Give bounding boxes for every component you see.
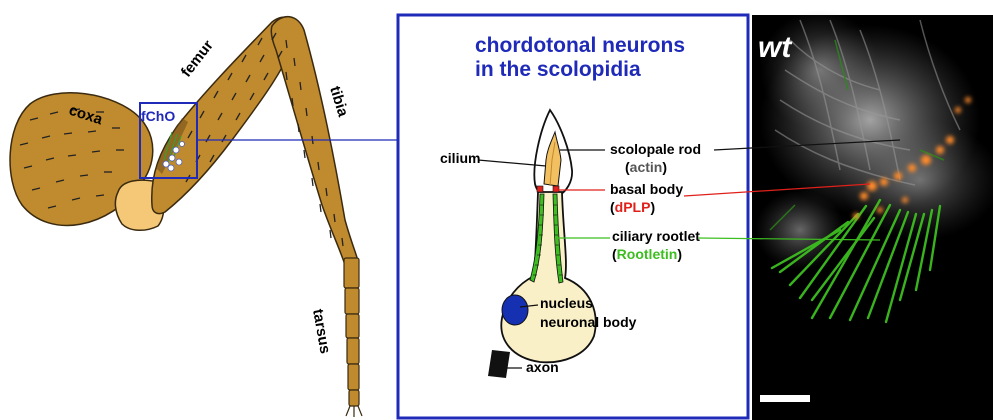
leg-drawing — [10, 17, 398, 417]
panel-title-line2: in the scolopidia — [475, 58, 641, 81]
genotype-label: wt — [758, 31, 793, 64]
scale-bar — [760, 395, 810, 402]
basal-body-left — [537, 186, 543, 192]
cilium-label: cilium — [440, 150, 480, 166]
basal-body-label: basal body — [610, 181, 683, 197]
claw-icon — [346, 406, 362, 417]
tibia-segment — [271, 17, 358, 262]
scolopale-rod-label: scolopale rod — [610, 141, 701, 157]
dplp-text: dPLP — [615, 199, 651, 215]
tibia-label: tibia — [326, 84, 351, 119]
rootletin-label: (Rootletin) — [612, 246, 682, 262]
fcho-label: fChO — [141, 108, 175, 124]
actin-text: actin — [630, 159, 663, 175]
scolopidium-panel: chordotonal neurons in the scolopidia — [398, 15, 748, 418]
panel-title-line1: chordotonal neurons — [475, 34, 685, 57]
nucleus-label: nucleus — [540, 295, 593, 311]
tarsus-label: tarsus — [309, 308, 334, 355]
dplp-label: (dPLP) — [610, 199, 655, 215]
axon-label: axon — [526, 359, 559, 375]
actin-label: (actin) — [625, 159, 667, 175]
ciliary-rootlet-label: ciliary rootlet — [612, 228, 700, 244]
nucleus-shape — [502, 295, 528, 325]
neuronal-body-label: neuronal body — [540, 314, 637, 330]
femur-label: femur — [178, 37, 217, 80]
basal-body-right — [553, 186, 559, 192]
rootletin-text: Rootletin — [617, 246, 678, 262]
tarsus-segments — [344, 258, 359, 406]
